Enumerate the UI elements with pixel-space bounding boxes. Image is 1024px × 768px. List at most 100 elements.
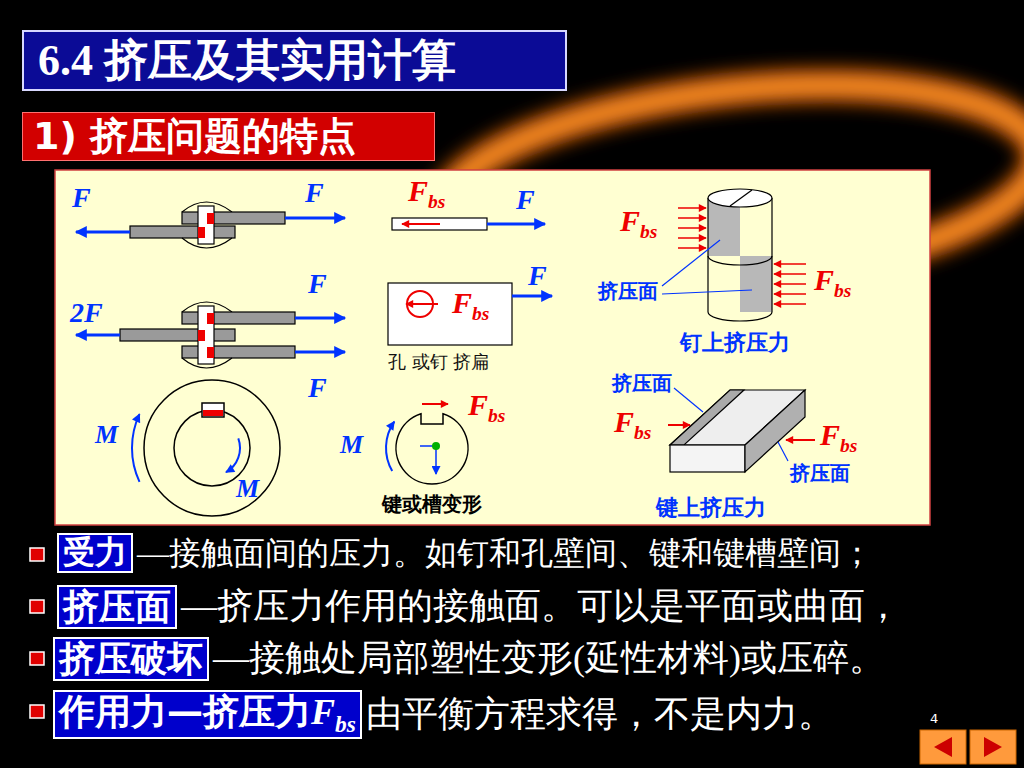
keyway-deformation-part [386, 422, 394, 471]
bullet-marker-part [30, 600, 44, 613]
shaft-hub-key-part [203, 410, 223, 416]
force-symbol: F [305, 177, 324, 209]
term-box: 挤压破坏 [53, 637, 209, 681]
keyway-deformation-part [396, 414, 468, 484]
bullet-marker-part [30, 705, 44, 718]
rivet-bearing-sketch-part [708, 198, 772, 321]
rivet-bearing-sketch-part [678, 217, 706, 219]
key-bearing-sketch-part [668, 424, 690, 426]
page-number: 4 [930, 712, 938, 727]
keyway-deformation-part [432, 442, 440, 450]
key-bearing-sketch-part [786, 439, 815, 441]
rivet-bearing-sketch-part [774, 273, 806, 275]
bullet-description: 由平衡方程求得，不是内力。 [366, 694, 834, 735]
double-lap-joint-part [207, 313, 214, 324]
bearing-force-symbol: Fbs [814, 263, 851, 302]
node-label: 挤压面 [63, 587, 171, 627]
double-lap-joint-part [295, 317, 345, 320]
lap-joint-part [76, 231, 130, 234]
double-lap-joint-part [295, 351, 345, 354]
shaft-hub-key-part [144, 380, 280, 516]
bearing-force-symbol: Fbs [452, 286, 489, 325]
rivet-bearing-sketch-part [678, 227, 706, 229]
keyway-deformation-part [422, 403, 448, 405]
symbol-letter: F [620, 204, 640, 237]
symbol-letter: F [468, 388, 488, 421]
symbol-subscript: bs [634, 422, 651, 443]
plate-in-tension-part [487, 223, 545, 226]
double-lap-joint-part [198, 306, 214, 364]
lap-joint-part [198, 227, 205, 238]
bullet-description: —挤压力作用的接触面。可以是平面或曲面， [181, 586, 901, 627]
rivet-bearing-sketch-part [678, 247, 706, 249]
symbol-subscript: bs [335, 711, 356, 737]
rivet-bearing-sketch-part [774, 263, 806, 265]
double-lap-joint-part [120, 329, 235, 341]
figure-caption: 挤压面 [612, 372, 672, 395]
plate-in-tension [392, 218, 545, 230]
rivet-bearing-sketch-part [678, 207, 706, 209]
shaft-hub-key-part [202, 403, 224, 417]
symbol-subscript: bs [428, 191, 445, 212]
bullet-marker-part [30, 548, 44, 561]
shaft-hub-key [132, 380, 280, 516]
bearing-force-symbol: Fbs [620, 204, 657, 243]
plate-with-hole-part [512, 295, 552, 298]
title-box: 6.4 挤压及其实用计算 [22, 30, 567, 91]
shaft-hub-key-part [226, 438, 240, 472]
force-symbol: F [308, 268, 327, 300]
force-symbol: F [528, 260, 547, 292]
key-bearing-sketch-part [778, 442, 788, 461]
bullet-description: —接触处局部塑性变形(延性材料)或压碎。 [213, 638, 885, 679]
figure-caption: 键上挤压力 [656, 495, 766, 520]
subtitle-box: 1) 挤压问题的特点 [22, 112, 435, 161]
figure-caption: 挤压面 [598, 280, 658, 303]
term-box: 挤压面 [57, 585, 177, 629]
symbol-subscript: bs [640, 221, 657, 242]
bearing-force-symbol: Fbs [408, 174, 445, 213]
key-bearing-sketch-part [674, 388, 703, 412]
symbol-subscript: bs [840, 435, 857, 456]
keyway-deformation-part [435, 446, 437, 474]
rivet-bearing-sketch-part [774, 293, 806, 295]
plate-with-hole-part [406, 303, 438, 305]
symbol-subscript: bs [488, 405, 505, 426]
lap-joint-part [182, 238, 232, 248]
lap-joint-part [130, 226, 235, 238]
nav-button-part [984, 737, 1002, 757]
double-lap-joint-part [207, 347, 214, 358]
key-bearing-sketch-part [670, 445, 745, 472]
bullet-marker [30, 548, 44, 718]
rivet-bearing-sketch-part [662, 240, 720, 286]
symbol-letter: F [814, 263, 834, 296]
rivet-bearing-sketch-part [662, 290, 752, 294]
shaft-hub-key-part [132, 414, 140, 482]
plate-in-tension-part [402, 223, 440, 225]
figure-caption: 钉上挤压力 [680, 330, 790, 355]
lap-joint-part [198, 206, 214, 244]
force-symbol: F [72, 182, 91, 214]
symbol-letter: F [408, 174, 428, 207]
symbol-letter: F [452, 286, 472, 319]
rivet-bearing-sketch [662, 189, 806, 321]
symbol-letter: F [820, 418, 840, 451]
term-box: 受力 [57, 533, 133, 573]
moment-symbol: M [236, 474, 259, 504]
symbol-letter: F [614, 405, 634, 438]
force-symbol: F [308, 372, 327, 404]
force-symbol: 2F [70, 297, 103, 329]
figure-caption: 孔 或钉 挤扁 [388, 352, 489, 373]
nav-button-part [970, 730, 1016, 764]
rivet-bearing-sketch-part [708, 189, 772, 207]
term-box: 作用力—挤压力Fbs [53, 690, 362, 739]
lap-joint-part [207, 213, 214, 224]
node-label: 受力 [63, 535, 127, 571]
keyway-deformation [386, 404, 468, 484]
plate-in-tension-part [392, 218, 487, 230]
node-label: 挤压破坏 [59, 639, 203, 679]
rivet-bearing-sketch-part [708, 256, 772, 265]
force-symbol: F [516, 184, 535, 216]
double-lap-joint-part [76, 334, 120, 337]
lap-joint-part [285, 217, 345, 220]
